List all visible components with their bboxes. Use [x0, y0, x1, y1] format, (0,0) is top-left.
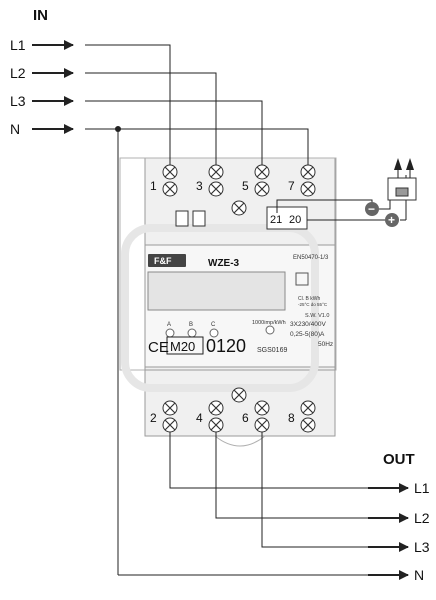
terminal-number-4: 4 — [196, 411, 203, 425]
wire-l1-in — [85, 44, 171, 165]
wire-n-in — [85, 128, 309, 165]
temp-range: -25°C do 55°C — [298, 302, 328, 307]
sw-version: S.W. V1.0 — [305, 313, 329, 319]
output-label-l2: L2 — [414, 510, 430, 526]
current-label: 0,25-5(80)A — [290, 331, 325, 338]
terminal-number-6: 6 — [242, 411, 249, 425]
arrow-up-icon — [394, 158, 402, 170]
pulse-positive-badge — [385, 213, 399, 227]
wire-l1-out — [169, 432, 368, 489]
serial-number: SGS0169 — [257, 347, 287, 354]
phase-b-label: B — [189, 322, 193, 328]
m20-box — [166, 336, 204, 355]
n-junction-dot — [115, 126, 121, 132]
standard: EN50470-1/3 — [293, 255, 329, 261]
wire-l3-out — [261, 432, 368, 548]
input-label-l2: L2 — [10, 65, 26, 81]
frequency-label: 50Hz — [318, 341, 333, 348]
model-name: WZE-3 — [208, 258, 240, 269]
arrow-up-icon-2 — [406, 158, 414, 170]
output-wiring — [118, 432, 368, 576]
brand-name: F&F — [154, 256, 172, 266]
pulse-counter-device — [387, 158, 417, 201]
input-label-n: N — [10, 121, 20, 137]
m20-mark: M20 — [170, 339, 195, 354]
input-label-l1: L1 — [10, 37, 26, 53]
phase-a-label: A — [167, 322, 171, 328]
input-wiring — [85, 44, 309, 575]
brand-logo — [148, 254, 186, 267]
terminal-number-2: 2 — [150, 411, 157, 425]
recycle-mark — [295, 272, 309, 286]
output-label-l3: L3 — [414, 539, 430, 555]
bottom-terminals — [162, 387, 316, 433]
wire-l2-in — [85, 72, 217, 165]
wire-l2-out — [215, 432, 368, 519]
terminal-number-5: 5 — [242, 179, 249, 193]
pulse-negative-badge — [365, 202, 379, 216]
impulse-label: 1000imp/kWh — [252, 320, 286, 326]
out-title: OUT — [383, 451, 415, 468]
pulse-positive-sign: + — [388, 213, 395, 227]
input-label-l3: L3 — [10, 93, 26, 109]
terminal-number-8: 8 — [288, 411, 295, 425]
led-impulse — [265, 325, 275, 335]
terminal-number-1: 1 — [150, 179, 157, 193]
socket-right — [192, 210, 206, 227]
led-phase-b — [187, 328, 197, 338]
pulse-terminal-21: 21 — [270, 214, 282, 226]
pulse-terminal-20: 20 — [289, 214, 301, 226]
led-phase-c — [209, 328, 219, 338]
display-window — [147, 271, 286, 311]
output-label-n: N — [414, 567, 424, 583]
wire-l3-in — [85, 100, 263, 165]
class-text: Cl. B kWh — [298, 296, 320, 302]
in-title: IN — [33, 7, 48, 24]
phase-c-label: C — [211, 322, 216, 328]
pulse-negative-sign: − — [368, 202, 375, 216]
led-phase-a — [165, 328, 175, 338]
front-plate — [147, 254, 309, 355]
approval-number: 0120 — [206, 336, 246, 356]
voltage-label: 3X230/400V — [290, 321, 326, 328]
terminal-number-7: 7 — [288, 179, 295, 193]
ce-mark: CE — [148, 339, 169, 356]
terminal-number-3: 3 — [196, 179, 203, 193]
socket-left — [175, 210, 189, 227]
output-label-l1: L1 — [414, 480, 430, 496]
